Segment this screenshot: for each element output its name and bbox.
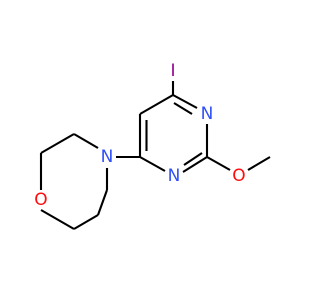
bond-n3-c2-inner (183, 152, 203, 166)
bond-n3-c2 (182, 156, 208, 173)
bond-c2-o-methoxy (206, 156, 231, 171)
bond-ring-lower-right (73, 214, 99, 230)
bond-c4-n3 (139, 156, 166, 172)
bonds (39, 81, 271, 230)
bond-n1-c6 (172, 94, 198, 109)
atom-labels: I N N N O O (34, 61, 245, 210)
atom-oxygen-methoxy: O (232, 166, 245, 186)
atom-oxygen-morpholine: O (34, 190, 47, 210)
atom-nitrogen-bottom: N (168, 166, 181, 186)
bond-c6-c5 (139, 94, 174, 115)
bond-o-methyl (247, 156, 271, 171)
atom-nitrogen-top: N (201, 104, 214, 124)
bond-ring-right-lower (97, 189, 108, 216)
atom-iodine: I (170, 61, 175, 81)
molecule-structure: I N N N O O (34, 61, 271, 230)
atom-nitrogen-morpholine: N (101, 147, 114, 167)
bond-n-ring-upper (73, 133, 99, 149)
bond-o-ring-lower (40, 209, 75, 230)
bond-ring-upper-left (40, 133, 75, 154)
bond-n1-c6-inner (173, 102, 193, 115)
